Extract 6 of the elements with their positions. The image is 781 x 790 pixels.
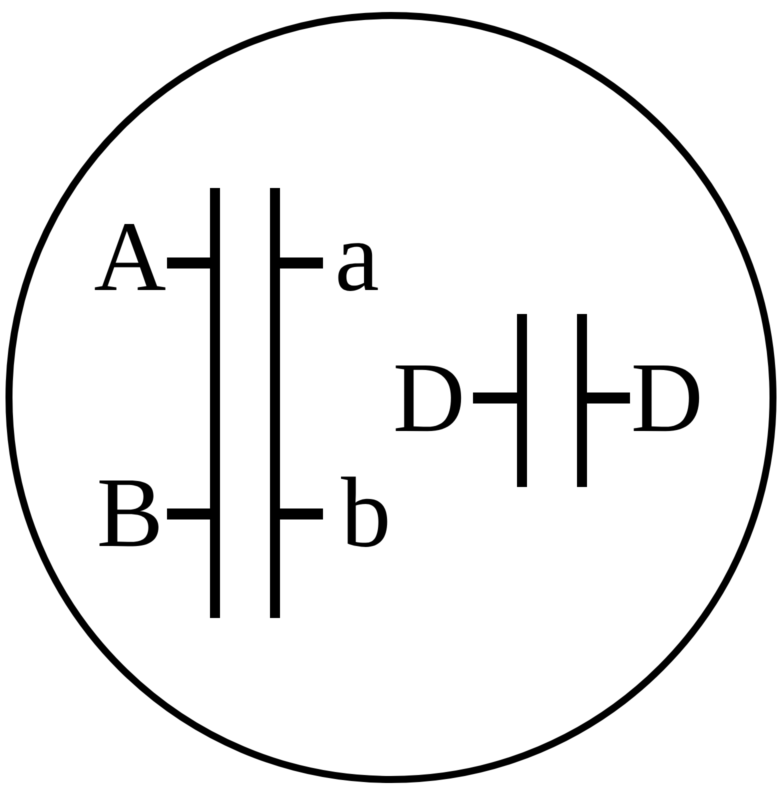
allele-label: b [341, 476, 388, 547]
allele-label: A [94, 224, 166, 290]
allele-label: D [396, 366, 462, 432]
allele-label: a [338, 243, 378, 291]
allele-label: B [100, 480, 158, 546]
allele-label: D [634, 366, 700, 432]
